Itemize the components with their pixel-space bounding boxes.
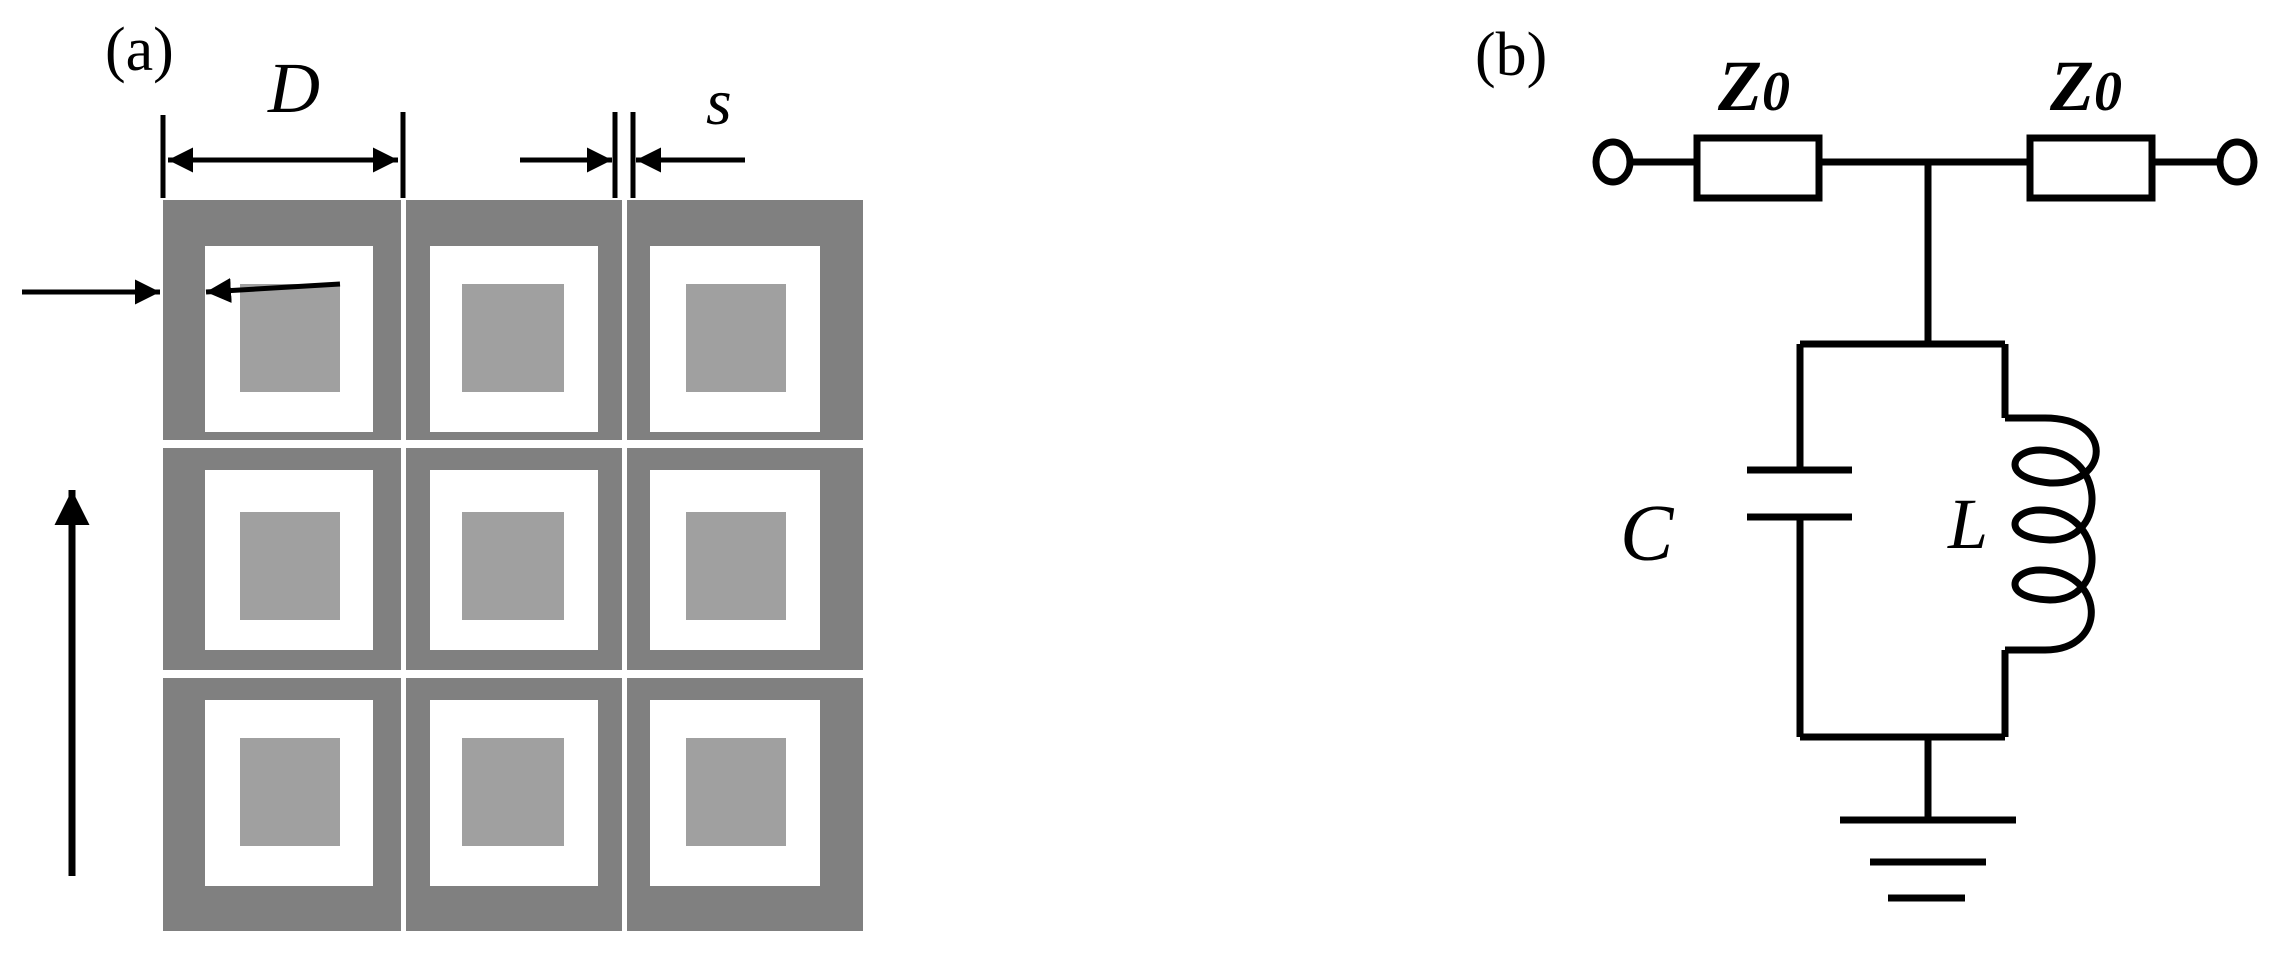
patch	[686, 738, 786, 846]
patch	[686, 284, 786, 392]
z0-right-text: Z	[2049, 46, 2094, 126]
terminal-right	[2216, 138, 2258, 186]
patch	[462, 284, 564, 392]
patch	[462, 738, 564, 846]
impedance-z0-right	[2026, 134, 2156, 202]
gap-arrow	[205, 278, 341, 303]
patch	[240, 738, 340, 846]
unit-cell	[627, 678, 863, 931]
impedance-z0-left	[1693, 134, 1823, 202]
z0-left-label: Z0	[1717, 46, 1790, 126]
panel-a: (a)	[22, 16, 863, 931]
z0-left-text: Z	[1717, 46, 1762, 126]
unit-cell	[406, 678, 622, 931]
terminal-left	[1592, 138, 1634, 186]
panel-b-label: (b)	[1475, 21, 1547, 89]
unit-cell	[406, 200, 622, 440]
dimension-s	[520, 112, 745, 198]
unit-cell	[406, 448, 622, 670]
panel-b: (b)	[1475, 21, 2258, 902]
z0-right-subscript: 0	[2094, 61, 2122, 123]
patch	[686, 512, 786, 620]
z0-left-subscript: 0	[1762, 61, 1790, 123]
dimension-s-label: s	[706, 66, 732, 139]
inductor-label: L	[1947, 484, 1988, 564]
patch	[462, 512, 564, 620]
dimension-D	[160, 112, 406, 198]
z0-right-label: Z0	[2049, 46, 2122, 126]
unit-cell-grid	[163, 200, 863, 931]
unit-cell	[163, 448, 401, 670]
ground-symbol	[1840, 816, 2016, 902]
capacitor-label: C	[1620, 490, 1675, 578]
inductor-coil	[2005, 414, 2100, 654]
unit-cell	[163, 200, 401, 440]
patch	[240, 512, 340, 620]
panel-a-label: (a)	[105, 16, 174, 84]
dimension-D-label: D	[267, 48, 320, 128]
unit-cell	[627, 448, 863, 670]
unit-cell	[627, 200, 863, 440]
unit-cell	[163, 678, 401, 931]
circuit	[1592, 134, 2258, 902]
patch	[240, 284, 340, 392]
